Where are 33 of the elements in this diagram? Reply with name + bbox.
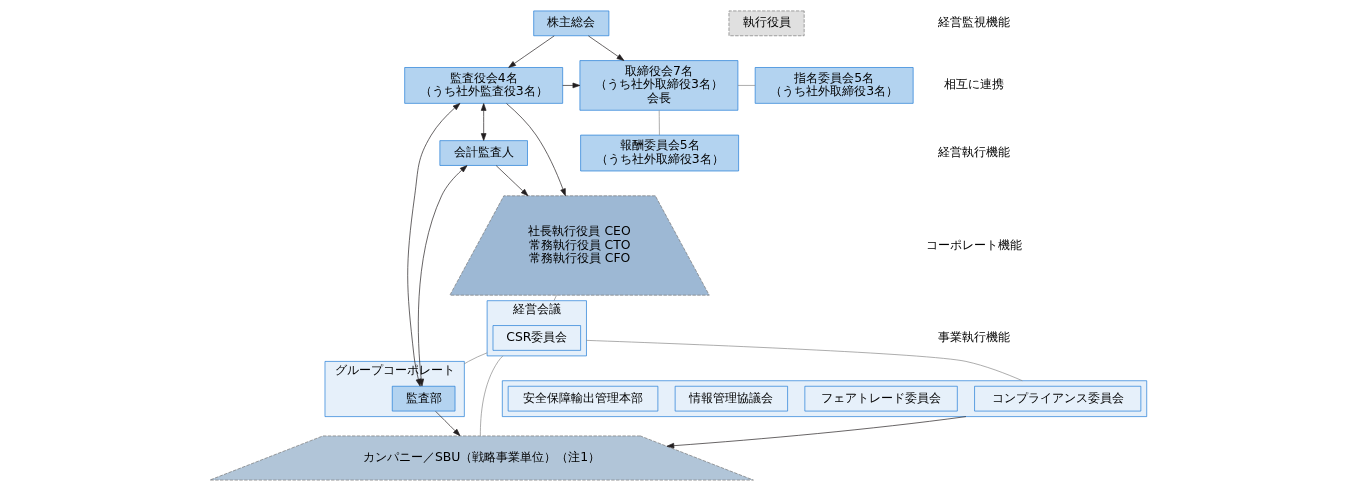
- label: 事業執行機能: [938, 328, 1011, 344]
- node-box: 監査役会4名 （うち社外監査役3名）: [404, 67, 563, 104]
- label: コーポレート機能: [926, 236, 1023, 252]
- label: 経営監視機能: [938, 14, 1011, 30]
- node-box: 会計監査人: [439, 140, 528, 166]
- cluster: [501, 380, 1148, 417]
- node-box: 株主総会: [533, 10, 610, 37]
- connector: [553, 294, 557, 302]
- node-box: フェアトレード委員会: [804, 385, 958, 412]
- node-box: コンプライアンス委員会: [974, 385, 1142, 412]
- connector: [464, 352, 488, 365]
- arrow: [666, 416, 967, 449]
- arrow: [508, 35, 555, 68]
- node-box: 執行役員: [728, 10, 805, 37]
- connector: [737, 85, 756, 86]
- arrow: [480, 103, 487, 141]
- node-box: 安全保障輸出管理本部: [507, 385, 659, 412]
- arrow: [495, 165, 529, 197]
- arrow: [588, 35, 625, 61]
- label: 経営執行機能: [938, 144, 1011, 160]
- node-box: CSR委員会: [492, 325, 581, 351]
- node-box: 報酬委員会5名 （うち社外取締役3名）: [580, 134, 739, 172]
- node-box: 情報管理協議会: [674, 385, 788, 412]
- node-box: 監査部: [391, 385, 456, 412]
- connector: [480, 355, 504, 437]
- connector: [658, 110, 660, 136]
- label: 相互に連携: [944, 76, 1005, 92]
- connector: [586, 340, 1023, 382]
- arrow: [435, 411, 461, 437]
- node-box: 指名委員会5名 （うち社外取締役3名）: [754, 67, 914, 104]
- arrow: [506, 103, 566, 197]
- arrow: [562, 82, 581, 89]
- node-box: 取締役会7名 （うち社外取締役3名） 会長: [579, 60, 739, 111]
